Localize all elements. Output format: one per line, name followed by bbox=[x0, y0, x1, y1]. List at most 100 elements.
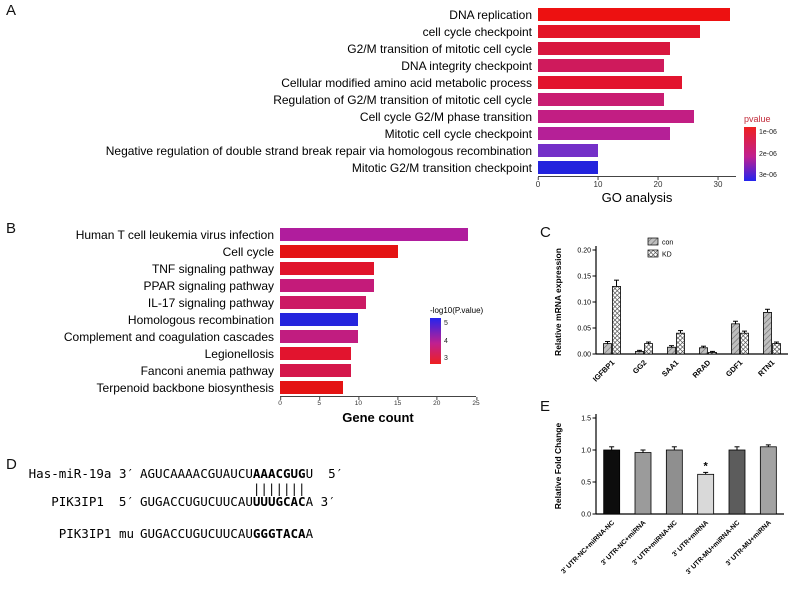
base-pairing-bars: ||||||| bbox=[140, 481, 306, 496]
bar-row: Complement and coagulation cascades bbox=[28, 328, 476, 345]
bar bbox=[644, 343, 653, 355]
bar-row: Cell cycle G2/M phase transition bbox=[28, 108, 736, 125]
seed-sequence: AAACGUG bbox=[252, 466, 306, 481]
category-label: DNA integrity checkpoint bbox=[401, 58, 532, 73]
x-tick-label: 20 bbox=[654, 177, 662, 189]
legend-tick: 2e-06 bbox=[759, 150, 777, 158]
category-label: TNF signaling pathway bbox=[151, 261, 274, 276]
y-tick-label: 0.00 bbox=[577, 352, 591, 359]
panel-label-c: C bbox=[540, 224, 551, 241]
category-label: Homologous recombination bbox=[127, 312, 274, 327]
bar-row: Human T cell leukemia virus infection bbox=[28, 226, 476, 243]
bar-row: DNA replication bbox=[28, 6, 736, 23]
bar-row: Regulation of G2/M transition of mitotic… bbox=[28, 91, 736, 108]
category-label: IL-17 signaling pathway bbox=[147, 295, 274, 310]
y-tick-label: 1.0 bbox=[581, 448, 591, 455]
bar bbox=[538, 42, 670, 55]
bar bbox=[538, 161, 598, 174]
category-label: Fanconi anemia pathway bbox=[140, 363, 274, 378]
bar bbox=[697, 473, 715, 515]
sequence-text: GUGACCUGUCUUCAUUUUGCACA 3′ bbox=[140, 494, 336, 509]
seed-sequence: GGGTACA bbox=[252, 526, 306, 541]
category-label: Human T cell leukemia virus infection bbox=[75, 227, 274, 242]
sequence-label: PIK3IP1 mu bbox=[58, 526, 134, 541]
y-tick-label: 0.20 bbox=[577, 248, 591, 255]
bar bbox=[280, 330, 359, 343]
bar-row: DNA integrity checkpoint bbox=[28, 57, 736, 74]
legend-title: -log10(P.value) bbox=[430, 306, 484, 315]
x-tick-label: 30 bbox=[714, 177, 722, 189]
x-tick-label: 5 bbox=[317, 397, 321, 408]
x-tick-label: IGFBP1 bbox=[591, 358, 617, 384]
sequence-row: Has-miR-19a 3′ AGUCAAAACGUAUCUAAACGUGU 5′ bbox=[24, 466, 344, 483]
bar bbox=[280, 296, 367, 309]
x-tick-label: 3' UTR-NC+miRNA-NC bbox=[560, 519, 616, 575]
bar bbox=[538, 25, 700, 38]
bar bbox=[280, 262, 375, 275]
bar bbox=[280, 364, 351, 377]
legend-label: con bbox=[662, 240, 673, 247]
legend-tick: 1e-06 bbox=[759, 129, 777, 136]
sequence-label: Has-miR-19a 3′ bbox=[28, 466, 134, 481]
x-tick-label: 25 bbox=[472, 397, 480, 408]
x-tick-label: 10 bbox=[355, 397, 362, 408]
bar bbox=[731, 323, 740, 355]
category-label: Regulation of G2/M transition of mitotic… bbox=[273, 92, 532, 107]
bar bbox=[635, 351, 644, 355]
significance-asterisk: * bbox=[704, 460, 709, 472]
bar-row: Cellular modified amino acid metabolic p… bbox=[28, 74, 736, 91]
category-label: Mitotic cell cycle checkpoint bbox=[384, 126, 532, 141]
bar-row: PPAR signaling pathway bbox=[28, 277, 476, 294]
x-tick-label: 3' UTR-MU+miRNA-NC bbox=[685, 519, 741, 575]
bar bbox=[538, 8, 730, 21]
log10-color-scale bbox=[430, 318, 441, 364]
bar bbox=[708, 352, 717, 355]
y-tick-label: 1.5 bbox=[581, 416, 591, 423]
panel-label-a: A bbox=[6, 2, 17, 19]
y-tick-label: 0.10 bbox=[577, 300, 591, 307]
y-tick-label: 0.0 bbox=[581, 512, 591, 519]
y-tick-label: 0.05 bbox=[577, 326, 591, 333]
x-tick-label: RTN1 bbox=[756, 358, 776, 378]
sequence-text: GUGACCUGUCUUCAUGGGTACAA bbox=[140, 526, 314, 541]
category-label: Terpenoid backbone biosynthesis bbox=[96, 380, 274, 395]
category-label: Complement and coagulation cascades bbox=[63, 329, 274, 344]
category-label: DNA replication bbox=[449, 7, 532, 22]
legend-tick-labels: 1e-06 2e-06 3e-06 bbox=[756, 127, 777, 181]
bar bbox=[676, 332, 685, 355]
x-tick-label: 0 bbox=[278, 397, 282, 408]
y-tick-label: 0.15 bbox=[577, 274, 591, 281]
category-label: Legionellosis bbox=[204, 346, 274, 361]
bar bbox=[538, 59, 664, 72]
seed-sequence: UUUGCAC bbox=[252, 494, 306, 509]
legend-swatch bbox=[647, 237, 659, 246]
bar bbox=[538, 110, 694, 123]
bar bbox=[763, 312, 772, 355]
legend-swatch bbox=[647, 249, 659, 258]
x-axis-title: GO analysis bbox=[601, 190, 673, 205]
legend-label: KD bbox=[662, 252, 672, 259]
legend-tick: 3e-06 bbox=[759, 172, 777, 179]
legend-tick-labels: 5 4 3 bbox=[441, 318, 448, 364]
category-label: PPAR signaling pathway bbox=[143, 278, 274, 293]
bar bbox=[280, 228, 469, 241]
bar bbox=[280, 245, 398, 258]
x-tick-label: SAA1 bbox=[660, 358, 681, 379]
y-tick-label: 0.5 bbox=[581, 480, 591, 487]
bar bbox=[612, 286, 621, 355]
bar bbox=[280, 313, 359, 326]
bar-row: Negative regulation of double strand bre… bbox=[28, 142, 736, 159]
bar bbox=[280, 347, 351, 360]
sequence-text: AGUCAAAACGUAUCUAAACGUGU 5′ bbox=[140, 466, 344, 481]
bar-row: Cell cycle bbox=[28, 243, 476, 260]
pvalue-color-scale bbox=[744, 127, 756, 181]
category-label: Cellular modified amino acid metabolic p… bbox=[281, 75, 532, 90]
bar-row: G2/M transition of mitotic cell cycle bbox=[28, 40, 736, 57]
x-tick-label: RRAD bbox=[691, 358, 713, 380]
bar-row: IL-17 signaling pathway bbox=[28, 294, 476, 311]
